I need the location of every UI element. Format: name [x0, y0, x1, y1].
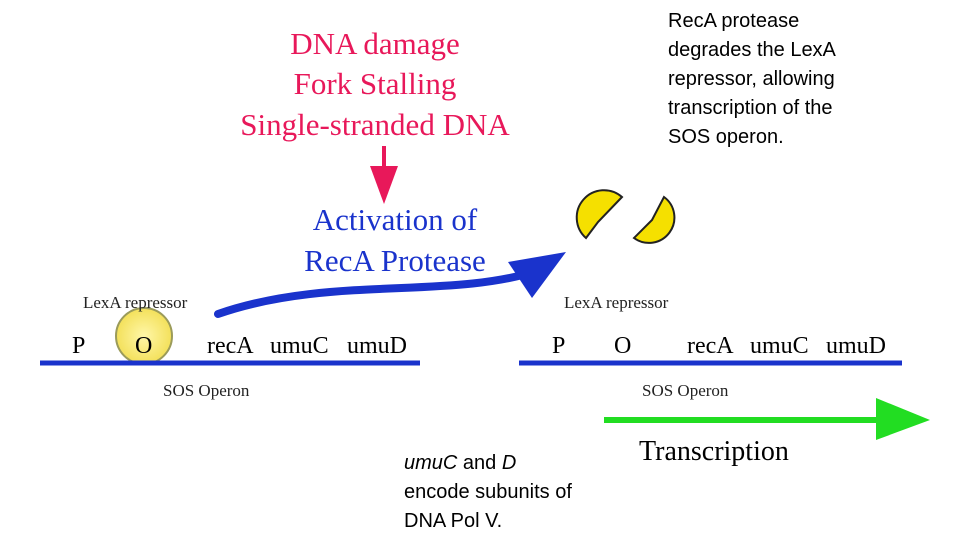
right-gene-umud: umuD	[826, 333, 886, 359]
umu-note-line1: umuC and D	[404, 449, 644, 478]
left-gene-umuc: umuC	[270, 333, 329, 359]
transcription-arrow	[604, 398, 930, 440]
umu-note-line3: DNA Pol V.	[404, 510, 503, 532]
reca-note-line: repressor, allowing	[668, 68, 835, 90]
umud-gene-name: D	[501, 452, 517, 474]
reca-note-line: RecA protease	[668, 10, 800, 32]
stimulus-ssdna: Single-stranded DNA	[240, 107, 510, 142]
right-operon-label: SOS Operon	[642, 381, 729, 400]
left-lexa-label: LexA repressor	[83, 293, 188, 312]
reca-note-line: transcription of the	[668, 97, 833, 119]
right-operator: O	[614, 333, 632, 359]
umu-note: umuC and D encode subunits of DNA Pol V.	[404, 449, 644, 536]
left-gene-reca: recA	[207, 333, 254, 359]
left-operator: O	[135, 333, 153, 359]
right-gene-reca: recA	[687, 333, 734, 359]
reca-note: RecA protease degrades the LexA represso…	[668, 7, 928, 152]
activation-line1: Activation of	[312, 202, 478, 237]
umuc-gene-name: umuC	[404, 452, 458, 474]
reca-note-line: SOS operon.	[668, 126, 784, 148]
degraded-lexa-icon	[575, 189, 676, 244]
activation-line2: RecA Protease	[304, 243, 486, 278]
left-gene-umud: umuD	[347, 333, 407, 359]
stimulus-arrow	[370, 146, 398, 204]
stimulus-fork-stalling: Fork Stalling	[293, 66, 457, 101]
activation-arrow	[214, 252, 566, 318]
right-lexa-label: LexA repressor	[564, 293, 669, 312]
transcription-label: Transcription	[639, 436, 789, 467]
right-gene-umuc: umuC	[750, 333, 809, 359]
umu-note-line2: encode subunits of	[404, 481, 572, 503]
umu-note-and: and	[457, 452, 502, 474]
stimulus-dna-damage: DNA damage	[290, 26, 460, 61]
right-promoter: P	[552, 333, 566, 359]
left-promoter: P	[72, 333, 86, 359]
left-operon-label: SOS Operon	[163, 381, 250, 400]
reca-note-line: degrades the LexA	[668, 39, 836, 61]
